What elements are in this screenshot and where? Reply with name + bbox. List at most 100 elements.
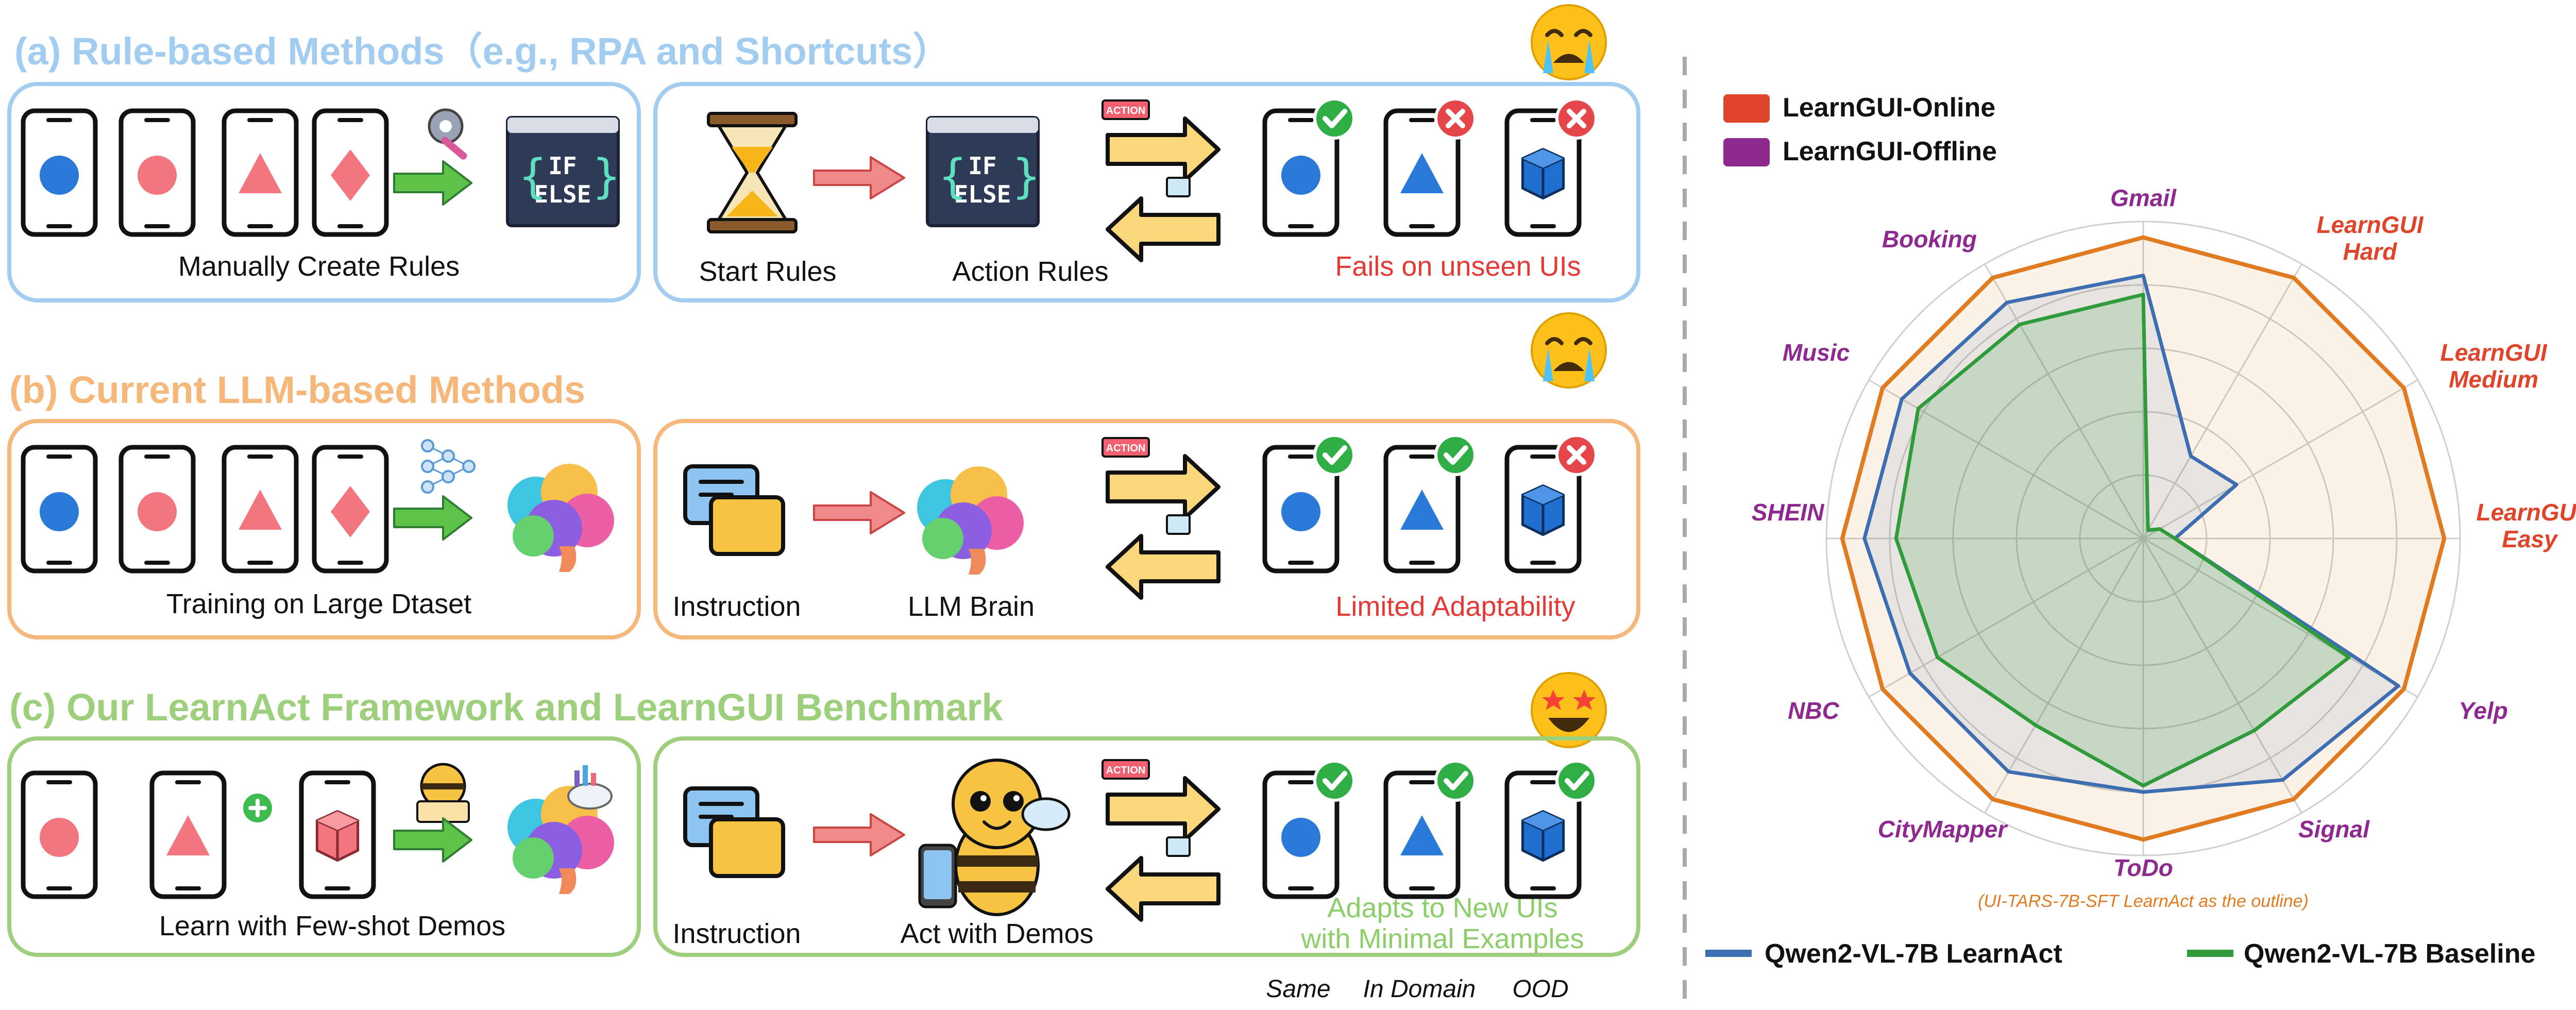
llm-brain-label: LLM Brain xyxy=(908,591,1035,622)
phone-mockup xyxy=(149,770,227,899)
x-badge-icon xyxy=(1557,435,1596,475)
svg-text:IF: IF xyxy=(548,152,577,180)
svg-text:IF: IF xyxy=(968,152,996,180)
blue-circle-shape xyxy=(1281,492,1320,531)
blue-cube-shape xyxy=(1522,149,1563,198)
pink-triangle-shape xyxy=(166,815,210,855)
phone-mockup xyxy=(1383,761,1475,899)
red-arrow-icon xyxy=(813,813,905,856)
phone-mockup xyxy=(222,108,299,237)
x-badge-icon xyxy=(1557,99,1596,138)
phone-mockup xyxy=(21,445,98,574)
phone-mockup xyxy=(1504,435,1596,574)
radar-axis-label: Music xyxy=(1783,339,1850,366)
radar-series-2 xyxy=(1862,274,2400,794)
radar-series-3 xyxy=(1894,293,2351,788)
check-badge-icon xyxy=(1315,99,1354,138)
phone-label-in-domain: In Domain xyxy=(1363,975,1476,1003)
action-exchange-icon: ACTION xyxy=(1101,437,1218,598)
phone-mockup xyxy=(118,445,196,574)
pink-cube-shape xyxy=(317,812,358,861)
check-badge-icon xyxy=(1315,761,1354,800)
section-c-left-panel xyxy=(7,736,641,957)
legend-learnact-label: Qwen2-VL-7B LearnAct xyxy=(1765,939,2062,969)
radar-spoke xyxy=(1868,379,2144,540)
action-exchange-icon: ACTION xyxy=(1101,99,1218,260)
limited-adaptability-label: Limited Adaptability xyxy=(1335,591,1575,622)
radar-axis-label: Gmail xyxy=(2110,184,2177,211)
radar-axis-label: SHEIN xyxy=(1752,499,1824,526)
check-badge-icon xyxy=(1315,435,1354,475)
training-caption: Training on Large Dtaset xyxy=(166,588,471,619)
instruction-chat-icon xyxy=(685,466,783,554)
legend-offline-swatch xyxy=(1723,138,1770,166)
section-b-right-panel xyxy=(653,419,1640,639)
green-arrow-icon xyxy=(393,160,472,206)
phone-mockup xyxy=(1383,435,1475,574)
check-badge-icon xyxy=(1436,761,1475,800)
svg-text:ACTION: ACTION xyxy=(1106,765,1146,776)
phone-mockup xyxy=(21,770,98,899)
red-arrow-icon xyxy=(813,491,905,534)
svg-text:{: { xyxy=(519,149,547,204)
legend-online-swatch xyxy=(1723,94,1770,123)
pink-diamond-shape xyxy=(331,486,370,537)
svg-text:ELSE: ELSE xyxy=(954,180,1011,208)
settings-tools-icon xyxy=(428,108,467,160)
check-badge-icon xyxy=(1557,761,1596,800)
blue-triangle-shape xyxy=(1400,490,1444,530)
phone-mockup xyxy=(1262,435,1354,574)
if-else-code-icon: IF ELSE { } xyxy=(506,116,620,227)
svg-text:ACTION: ACTION xyxy=(1106,443,1146,454)
radar-series-1 xyxy=(1840,235,2447,842)
learn-few-shot-caption: Learn with Few-shot Demos xyxy=(159,911,505,941)
blue-cube-shape xyxy=(1522,812,1563,861)
phone-mockup xyxy=(1504,99,1596,237)
section-a-left-panel xyxy=(7,82,641,302)
neural-network-icon xyxy=(421,439,476,494)
green-arrow-icon xyxy=(393,495,472,541)
radar-axis-label: NBC xyxy=(1788,697,1839,724)
svg-text:ELSE: ELSE xyxy=(534,180,591,208)
blue-cube-shape xyxy=(1522,486,1563,535)
radar-spoke xyxy=(2142,263,2302,539)
radar-spoke xyxy=(1984,538,2144,814)
radar-axis-label: Yelp xyxy=(2459,697,2507,724)
start-rules-label: Start Rules xyxy=(699,256,836,287)
phone-mockup xyxy=(21,108,98,237)
section-b-title: (b) Current LLM-based Methods xyxy=(9,368,585,411)
blue-triangle-shape xyxy=(1400,153,1444,193)
bee-study-icon xyxy=(416,763,470,823)
pink-circle-shape xyxy=(40,818,79,857)
pink-diamond-shape xyxy=(331,149,370,201)
legend-online-label: LearnGUI-Online xyxy=(1783,93,1995,123)
adapts-label-line2: with Minimal Examples xyxy=(1300,923,1584,954)
action-exchange-icon: ACTION xyxy=(1101,759,1218,920)
blue-circle-shape xyxy=(40,156,79,195)
pink-triangle-shape xyxy=(239,490,282,530)
blue-circle-shape xyxy=(1281,818,1320,857)
section-a-title: (a) Rule-based Methods（e.g., RPA and Sho… xyxy=(14,30,951,73)
blue-triangle-shape xyxy=(1400,815,1444,855)
radar-spoke xyxy=(2143,379,2418,540)
plus-icon xyxy=(243,794,272,822)
svg-text:ACTION: ACTION xyxy=(1106,105,1146,116)
pink-circle-shape xyxy=(138,492,177,531)
pink-circle-shape xyxy=(138,156,177,195)
phone-label-ood: OOD xyxy=(1512,975,1568,1003)
pink-triangle-shape xyxy=(239,153,282,193)
radar-spoke xyxy=(1868,537,2144,698)
crying-face-icon xyxy=(1532,313,1606,388)
chart-cloud-icon xyxy=(567,765,613,810)
star-struck-face-icon xyxy=(1531,672,1607,748)
phone-mockup xyxy=(299,770,376,899)
x-badge-icon xyxy=(1436,99,1475,138)
green-arrow-icon xyxy=(393,817,472,863)
svg-text:}: } xyxy=(1012,149,1040,204)
if-else-code-icon: IF ELSE { } xyxy=(926,116,1040,227)
radar-axis-label: Signal xyxy=(2298,816,2370,843)
section-c-title: (c) Our LearnAct Framework and LearnGUI … xyxy=(9,686,1003,729)
